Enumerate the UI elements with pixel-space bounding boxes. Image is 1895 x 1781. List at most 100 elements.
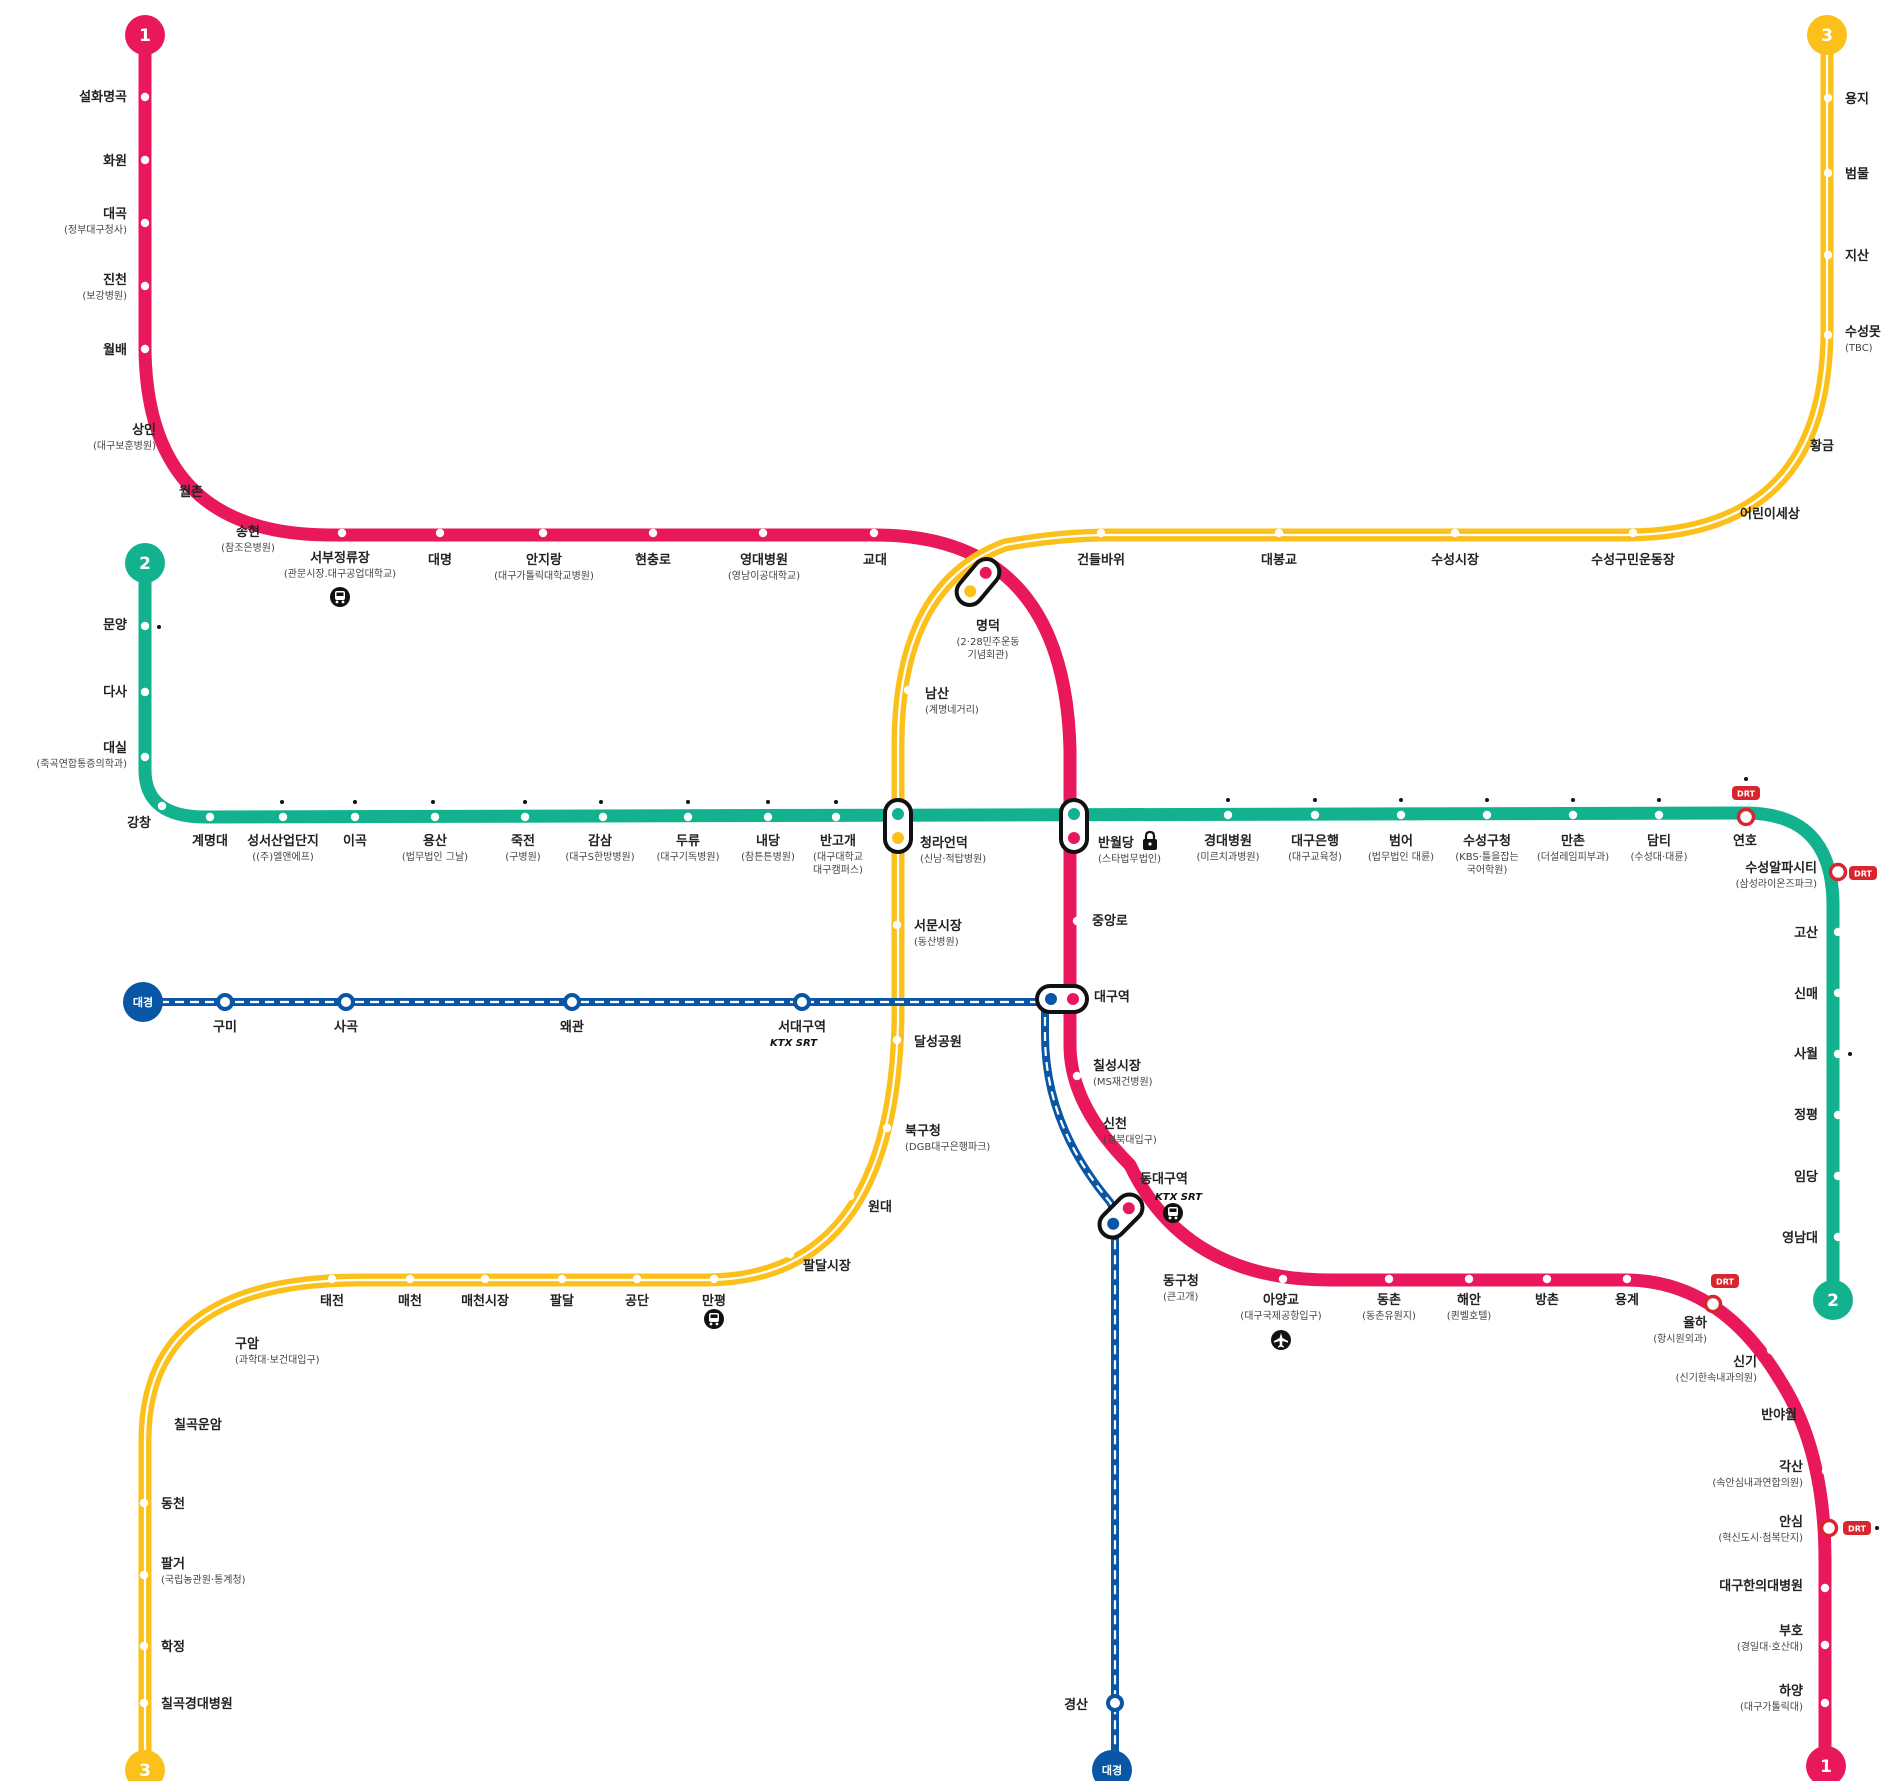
station-stop	[157, 801, 167, 811]
transfer-dongdaegu-dot	[1107, 1217, 1120, 1230]
bus-icon	[704, 1309, 724, 1329]
station-name: 월촌	[179, 484, 203, 500]
station-name: 신천	[1103, 1117, 1127, 1132]
station-name: 팔달	[550, 1294, 574, 1309]
station-name: 원대	[868, 1200, 892, 1215]
drt-station-ring	[1828, 862, 1848, 882]
station-name: 서부정류장	[310, 550, 370, 566]
drt-station-ring	[1819, 1518, 1839, 1538]
station-stop	[1072, 1071, 1082, 1081]
station-name: 두류	[676, 834, 700, 849]
terminal-daegyeong-west-label: 대경	[133, 995, 153, 1009]
daegyeong-station-ring	[563, 993, 581, 1011]
station-stop	[140, 155, 150, 165]
station-stop	[831, 812, 841, 822]
lock-icon-shackle	[1144, 830, 1156, 839]
station-stop	[1542, 1274, 1552, 1284]
station-stop	[1464, 1274, 1474, 1284]
transfer-daegu-dot	[1045, 993, 1057, 1005]
station-stop	[405, 1274, 415, 1284]
drt-badge-bg	[1843, 1521, 1871, 1535]
station-name: 칠성시장	[1093, 1058, 1141, 1074]
station-name: 서대구역	[778, 1019, 826, 1035]
station-stop	[140, 281, 150, 291]
station-stop	[903, 685, 913, 695]
drt-badge-label: DRT	[1737, 790, 1755, 799]
drt-badge: DRT	[1843, 1521, 1871, 1535]
station-name: 하양	[1779, 1683, 1803, 1699]
marker-dot	[834, 800, 838, 804]
station-name: 이곡	[343, 833, 367, 849]
bus-icon-wheel	[715, 1322, 719, 1326]
terminal-line2-start-label: 2	[139, 554, 151, 574]
station-subname: (혁신도시·첨복단지)	[1718, 1532, 1803, 1544]
station-name: 강창	[127, 815, 151, 831]
station-stop	[845, 1191, 855, 1201]
station-stop	[1806, 1402, 1816, 1412]
station-subname: (참조은병원)	[221, 542, 275, 554]
station-stop	[1384, 1274, 1394, 1284]
marker-dot	[353, 800, 357, 804]
station-name: 명덕	[976, 618, 1000, 634]
station-name: 내당	[756, 833, 780, 849]
station-stop	[350, 812, 360, 822]
station-name: 팔달시장	[803, 1258, 851, 1274]
station-subname: (보강병원)	[82, 290, 127, 302]
station-subname: (대구S한방병원)	[565, 851, 634, 863]
station-name: 감삼	[588, 833, 612, 849]
station-stop	[1833, 1171, 1843, 1181]
marker-dot	[1848, 1052, 1852, 1056]
station-stop	[557, 1274, 567, 1284]
station-name: 해안	[1457, 1292, 1481, 1308]
station-subname: ((주)엘앤에프)	[252, 850, 314, 863]
station-name: 칠곡경대병원	[161, 1696, 233, 1712]
terminal-line1-start	[125, 15, 165, 55]
station-name: 대구은행	[1291, 833, 1339, 849]
station-name: 범어	[1389, 833, 1413, 849]
marker-dot	[1875, 1526, 1879, 1530]
station-name: 구미	[213, 1019, 237, 1035]
station-name: 사곡	[334, 1019, 358, 1035]
station-name: 만촌	[1561, 833, 1585, 849]
station-subname: (영남이공대학교)	[728, 570, 800, 582]
station-name: 수성못	[1845, 325, 1881, 340]
station-stop	[140, 621, 150, 631]
station-stop	[1568, 810, 1578, 820]
station-name: 반고개	[820, 833, 856, 849]
station-subname: (2·28민주운동	[957, 636, 1020, 648]
station-name: 건들바위	[1077, 552, 1125, 568]
station-subname: (DGB대구은행파크)	[905, 1141, 990, 1153]
station-name: 문양	[103, 618, 127, 633]
station-stop	[1821, 1466, 1831, 1476]
station-name: 동촌	[1377, 1293, 1401, 1308]
station-subname: (법무법인 대륜)	[1368, 851, 1434, 863]
station-subname: (대구교육청)	[1288, 851, 1342, 863]
transfer-myeongdeok	[954, 557, 1002, 607]
station-subname: (TBC)	[1845, 343, 1873, 354]
station-stop	[1833, 927, 1843, 937]
drt-badge-label: DRT	[1716, 1278, 1734, 1287]
station-name: 율하	[1683, 1315, 1707, 1331]
station-subname: (대구기독병원)	[656, 851, 719, 863]
station-name: 대곡	[103, 207, 127, 222]
station-name: 경산	[1064, 1697, 1088, 1713]
lock-icon-hole	[1148, 842, 1152, 846]
station-subname: (과학대·보건대입구)	[235, 1353, 320, 1366]
station-name: 용지	[1845, 91, 1869, 107]
station-name: 각산	[1779, 1459, 1803, 1475]
airplane-icon	[1271, 1330, 1291, 1350]
station-name: 안지랑	[526, 552, 562, 568]
station-stop	[435, 528, 445, 538]
station-subname: (구병원)	[505, 851, 541, 863]
station-stop	[1823, 250, 1833, 260]
transfer-banwoldang-dot	[1068, 832, 1080, 844]
station-stop	[212, 1328, 222, 1338]
marker-dot	[1399, 798, 1403, 802]
station-name: 교대	[863, 553, 887, 568]
transfer-myeongdeok-capsule	[954, 557, 1002, 607]
station-stop	[152, 1419, 162, 1429]
station-stop	[1720, 497, 1730, 507]
station-subname: (동촌유원지)	[1362, 1310, 1416, 1322]
station-stop	[1820, 1640, 1830, 1650]
station-subname: (관문시장.대구공업대학교)	[284, 567, 396, 580]
